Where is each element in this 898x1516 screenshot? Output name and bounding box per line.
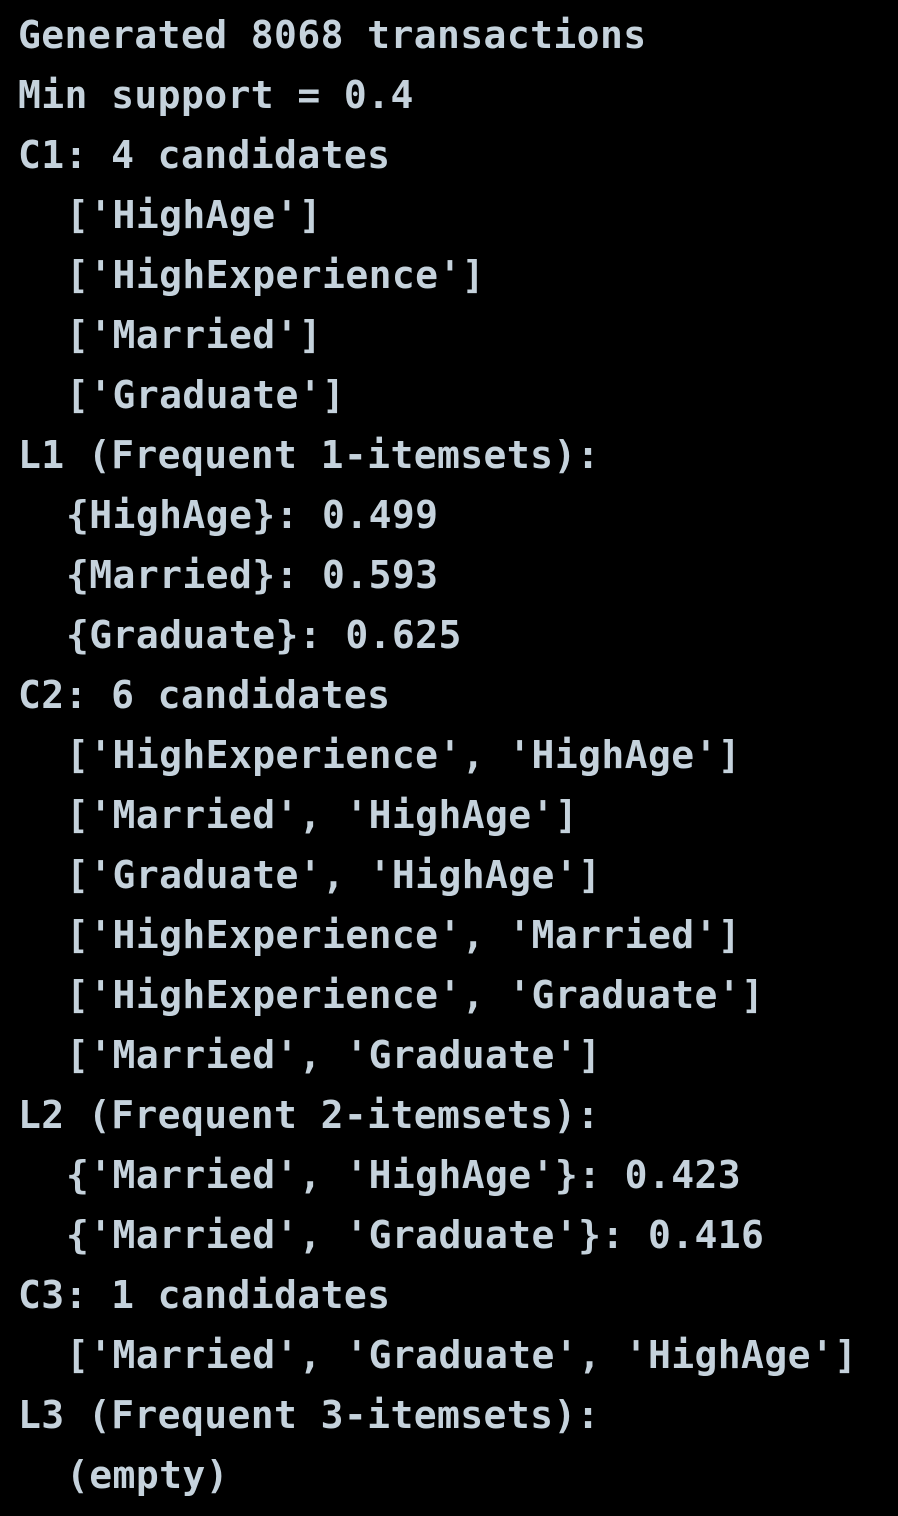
generated-line: Generated 8068 transactions xyxy=(18,13,647,57)
c3-header: C3: 1 candidates xyxy=(18,1273,391,1317)
l3-header: L3 (Frequent 3-itemsets): xyxy=(18,1393,600,1437)
l2-itemset: {'Married', 'HighAge'}: 0.423 xyxy=(66,1153,742,1197)
c1-candidate: ['HighAge'] xyxy=(66,193,323,237)
c2-header: C2: 6 candidates xyxy=(18,673,391,717)
c2-candidate: ['Married', 'Graduate'] xyxy=(66,1033,602,1077)
c2-candidate: ['Graduate', 'HighAge'] xyxy=(66,853,602,897)
c1-candidate: ['Married'] xyxy=(66,313,323,357)
l1-itemset: {HighAge}: 0.499 xyxy=(66,493,439,537)
l2-itemset: {'Married', 'Graduate'}: 0.416 xyxy=(66,1213,765,1257)
l1-header: L1 (Frequent 1-itemsets): xyxy=(18,433,600,477)
l1-itemset: {Graduate}: 0.625 xyxy=(66,613,462,657)
c2-candidate: ['Married', 'HighAge'] xyxy=(66,793,579,837)
c2-candidate: ['HighExperience', 'HighAge'] xyxy=(66,733,742,777)
c3-candidate: ['Married', 'Graduate', 'HighAge'] xyxy=(66,1333,858,1377)
min-support-line: Min support = 0.4 xyxy=(18,73,414,117)
c1-candidate: ['Graduate'] xyxy=(66,373,346,417)
l1-itemset: {Married}: 0.593 xyxy=(66,553,439,597)
c1-header: C1: 4 candidates xyxy=(18,133,391,177)
c2-candidate: ['HighExperience', 'Married'] xyxy=(66,913,742,957)
l2-header: L2 (Frequent 2-itemsets): xyxy=(18,1093,600,1137)
l3-empty: (empty) xyxy=(66,1453,229,1497)
c1-candidate: ['HighExperience'] xyxy=(66,253,486,297)
c2-candidate: ['HighExperience', 'Graduate'] xyxy=(66,973,765,1017)
